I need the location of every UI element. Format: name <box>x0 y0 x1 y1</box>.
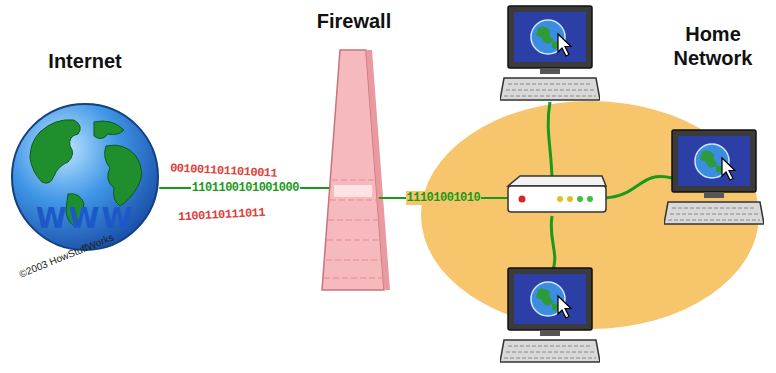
node-heading: Internet <box>48 50 121 73</box>
node-heading: Home Network <box>668 22 758 70</box>
binary-stream: 1100110111011 <box>178 206 266 225</box>
firewall-wall-shape <box>318 50 390 290</box>
node-heading: Firewall <box>317 10 391 33</box>
binary-stream: 0010011011010011 <box>170 161 278 181</box>
globe-text: WWW <box>36 202 135 235</box>
internet-globe: InternetWWW <box>10 102 160 252</box>
binary-stream: 11101001010 <box>406 191 482 205</box>
firewall-wall: Firewall <box>318 50 390 290</box>
binary-stream: 1101100101001000 <box>191 181 300 195</box>
